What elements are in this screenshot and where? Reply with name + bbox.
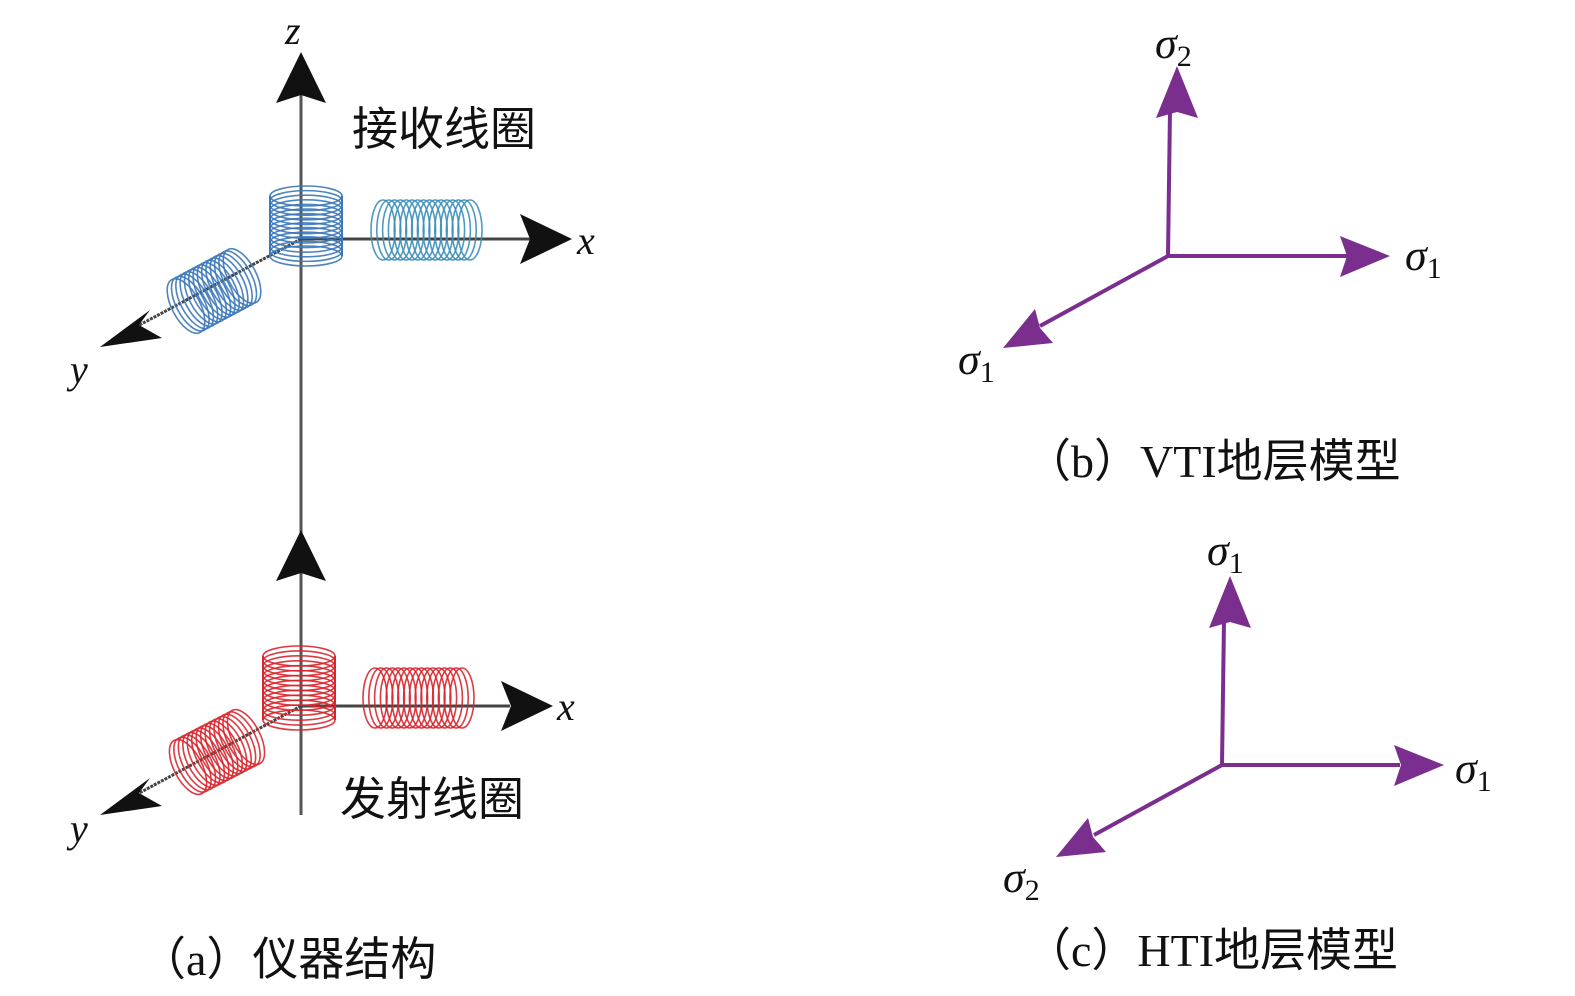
- vti-right-label: σ1: [1405, 231, 1442, 285]
- receiver-coil-label: 接收线圈: [352, 102, 536, 156]
- upper-y-arrowhead: [100, 310, 162, 347]
- coil-turn: [457, 199, 483, 261]
- hti-model-diagram: σ1 σ1 σ2 （c）HTI地层模型: [1003, 526, 1492, 976]
- coil-turn: [195, 724, 235, 782]
- coil-turn: [451, 199, 478, 261]
- vti-diag-arrowhead: [1003, 309, 1053, 348]
- receiver-z-coil: [269, 185, 343, 267]
- vti-diag-arrow-shaft: [1039, 254, 1169, 328]
- coil-turn: [196, 261, 236, 318]
- hti-right-arrowhead: [1394, 745, 1444, 786]
- coil-turn: [205, 257, 245, 314]
- transmitter-coil-label: 发射线圈: [340, 772, 524, 826]
- coil-turn: [186, 729, 226, 786]
- z-axis-label: z: [284, 8, 301, 53]
- coil-turn: [213, 715, 252, 773]
- receiver-x-coil: [370, 199, 483, 261]
- receiver-y-coil: [166, 247, 262, 335]
- coil-turn: [173, 736, 212, 793]
- coil-turn: [439, 199, 466, 261]
- coil-turn: [226, 708, 266, 766]
- coil-turn: [175, 273, 215, 330]
- coil-turn: [168, 738, 208, 796]
- upper-x-arrowhead: [520, 214, 572, 264]
- transmitter-z-coil: [262, 645, 336, 731]
- caption-c: （c）HTI地层模型: [1025, 925, 1398, 976]
- coil-turn: [192, 264, 232, 321]
- coil-turn: [222, 711, 261, 768]
- coil-turn: [190, 727, 230, 784]
- coil-turn: [445, 199, 472, 261]
- coil-turn: [209, 254, 249, 311]
- hti-up-label: σ1: [1207, 526, 1244, 580]
- coil-turn: [208, 718, 248, 775]
- coil-turn: [204, 720, 244, 777]
- lower-y-arrowhead: [100, 778, 162, 815]
- coil-turn: [222, 247, 262, 305]
- lower-y-axis-label: y: [66, 806, 88, 851]
- hti-up-arrowhead: [1209, 576, 1251, 628]
- coil-turn: [182, 731, 221, 789]
- vti-diag-label: σ1: [958, 335, 995, 389]
- vti-up-label: σ2: [1155, 19, 1192, 73]
- coil-turn: [170, 275, 210, 332]
- hti-right-label: σ1: [1455, 744, 1492, 798]
- coil-turn: [431, 667, 458, 729]
- hti-diag-arrow-shaft: [1093, 763, 1223, 837]
- lower-x-axis-label: x: [556, 684, 575, 729]
- instrument-diagram: z x y x y 接收线圈 发射线圈 （a）仪器结构: [66, 8, 595, 985]
- coil-turn: [179, 271, 219, 328]
- coil-turn: [449, 667, 475, 729]
- mid-axis-arrowhead: [276, 530, 326, 581]
- hti-up-arrow-shaft: [1220, 619, 1226, 766]
- upper-y-axis-label: y: [66, 347, 88, 392]
- caption-b: （b）VTI地层模型: [1025, 436, 1401, 487]
- lower-x-arrowhead: [501, 681, 553, 731]
- coil-turn: [199, 722, 239, 780]
- vti-right-arrowhead: [1340, 236, 1390, 277]
- coil-turn: [437, 667, 464, 729]
- coil-turn: [183, 268, 223, 325]
- coil-turn: [187, 266, 228, 323]
- coil-turn: [217, 713, 257, 770]
- coil-turn: [443, 667, 470, 729]
- vti-up-arrowhead: [1156, 66, 1198, 118]
- z-axis-arrowhead: [276, 52, 326, 103]
- coil-turn: [200, 259, 241, 316]
- caption-a: （a）仪器结构: [140, 934, 436, 985]
- coil-turn: [177, 734, 217, 791]
- transmitter-y-coil: [168, 708, 266, 796]
- upper-y-axis-line: [129, 237, 302, 332]
- hti-diag-arrowhead: [1056, 818, 1106, 857]
- coil-turn: [213, 252, 253, 309]
- coil-turn: [218, 250, 258, 307]
- vti-up-arrow-shaft: [1166, 109, 1172, 257]
- upper-x-axis-label: x: [576, 218, 595, 263]
- hti-diag-label: σ2: [1003, 853, 1040, 907]
- transmitter-x-coil: [362, 667, 475, 729]
- vti-model-diagram: σ2 σ1 σ1 （b）VTI地层模型: [958, 19, 1442, 487]
- coil-turn: [166, 277, 206, 335]
